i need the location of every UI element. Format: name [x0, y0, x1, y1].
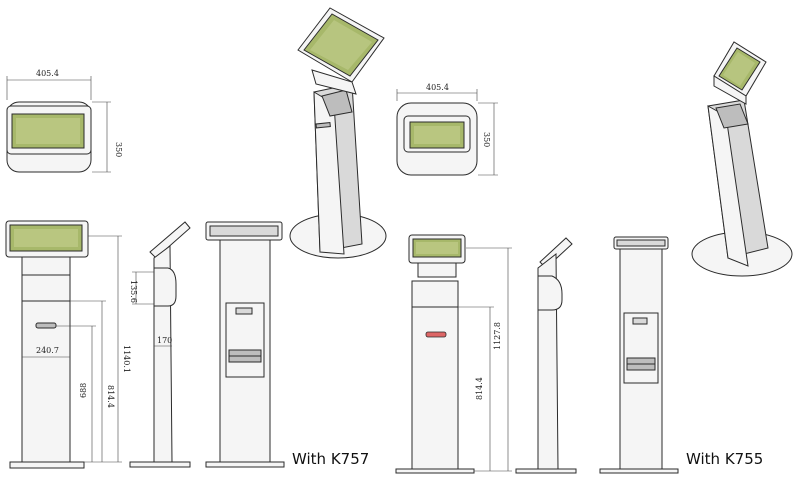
caption-left: With K757	[292, 450, 370, 468]
left-back-view	[205, 221, 285, 468]
left-side-view	[129, 221, 191, 468]
left-front-total-height-dim: 1140.1	[122, 345, 131, 373]
left-3d-view	[289, 7, 387, 259]
left-front-width-dim: 240.7	[36, 346, 59, 355]
left-top-width-dim: 405.4	[36, 69, 59, 78]
right-front-total-height-dim: 1127.8	[493, 322, 502, 350]
right-top-height-dim: 350	[482, 132, 491, 147]
left-front-mid-height-dim: 814.4	[106, 385, 115, 408]
right-side-view	[515, 237, 577, 474]
right-front-view	[395, 234, 512, 474]
left-top-height-dim: 350	[114, 142, 123, 157]
left-front-view	[5, 220, 122, 469]
right-back-view	[599, 236, 679, 474]
left-front-slot-height-dim: 688	[79, 383, 88, 398]
right-top-width-dim: 405.4	[426, 83, 449, 92]
left-side-depth-dim: 170	[157, 336, 172, 345]
right-front-mid-height-dim: 814.4	[475, 377, 484, 400]
caption-right: With K755	[686, 450, 764, 468]
left-top-view	[6, 76, 111, 173]
left-side-offset-dim: 135.6	[129, 280, 138, 303]
right-3d-view	[691, 41, 793, 277]
right-top-view	[396, 89, 498, 176]
